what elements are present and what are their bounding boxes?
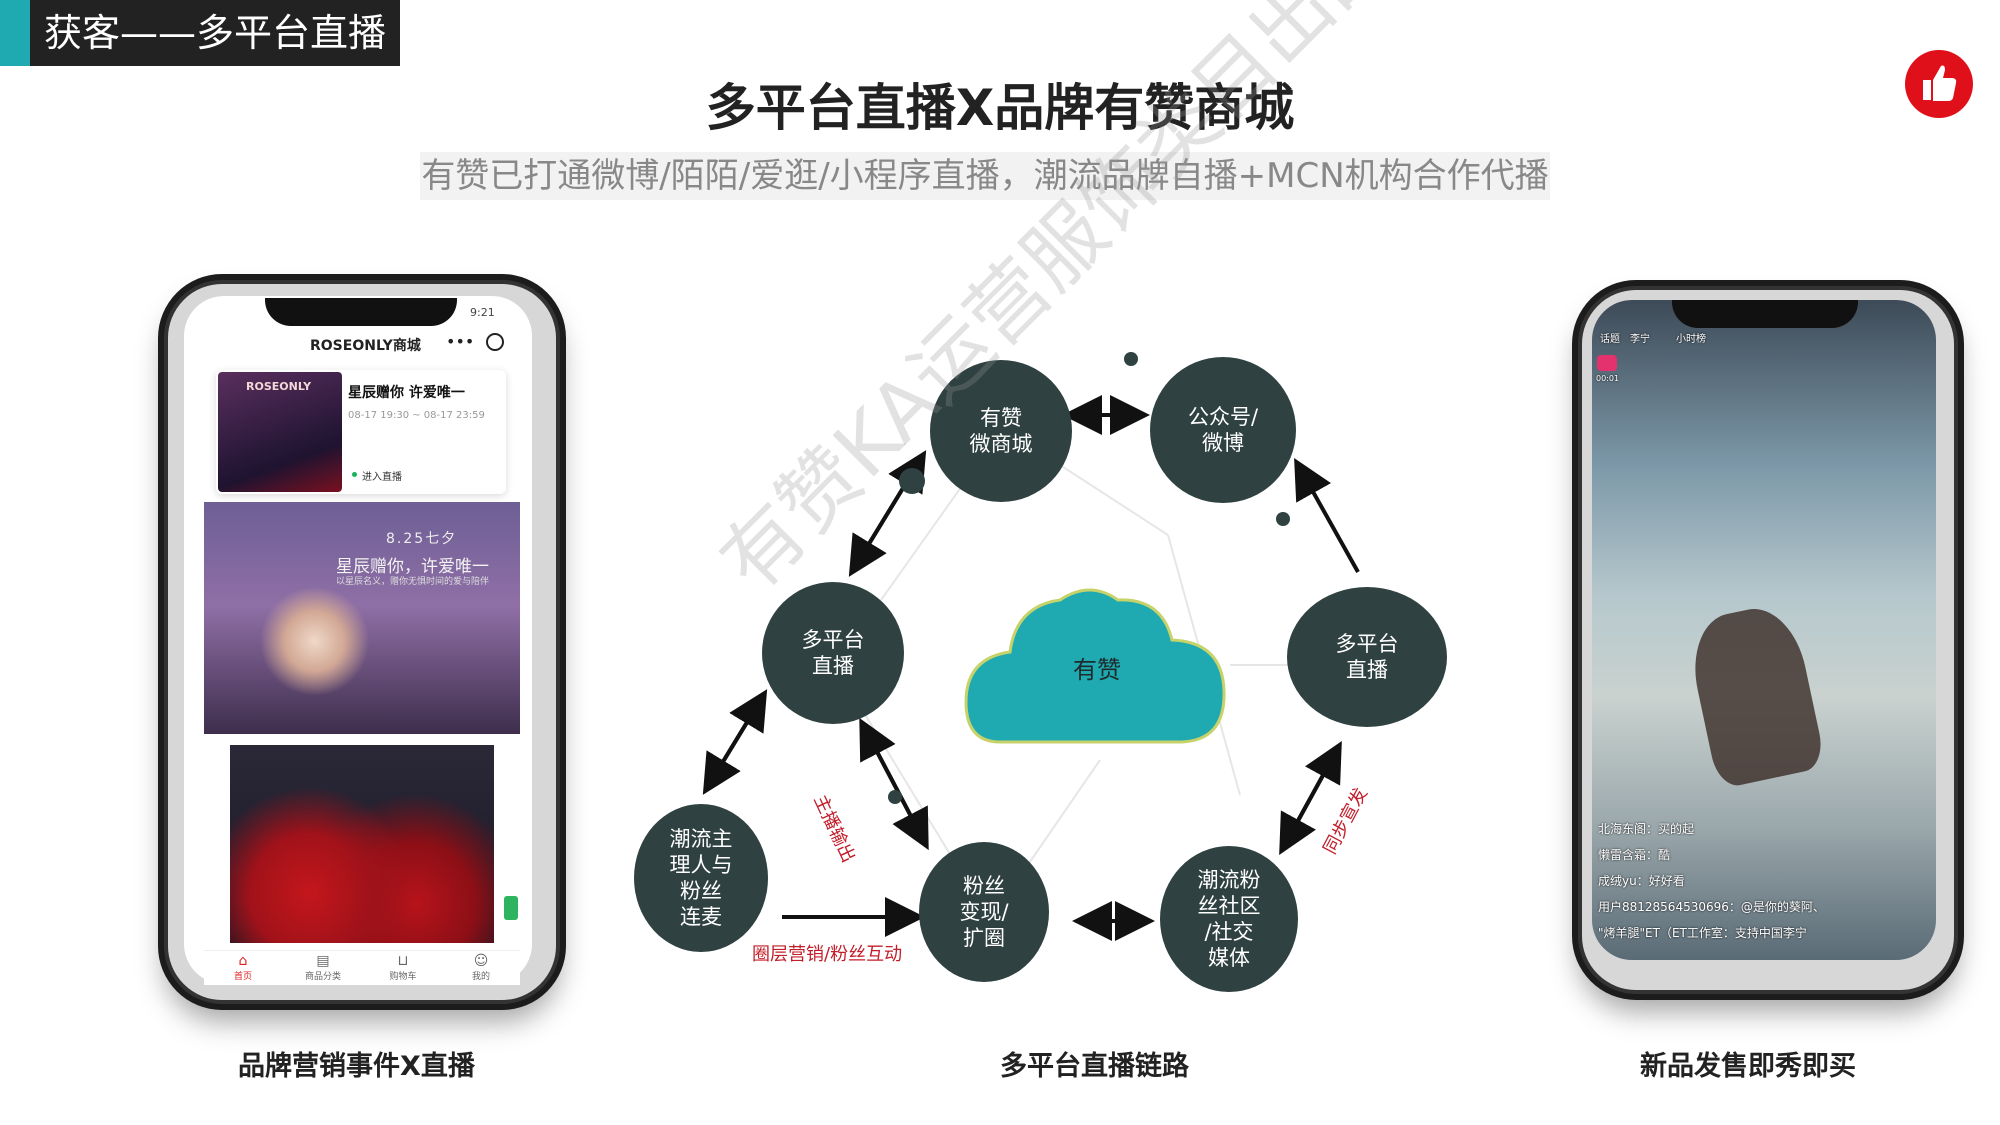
comment-4: 用户88128564530696：@是你的葵阿、 bbox=[1598, 900, 1825, 914]
node-official-weibo: 公众号/ 微博 bbox=[1150, 357, 1296, 503]
page-title: 多平台直播X品牌有赞商城 bbox=[705, 79, 1295, 137]
banner-line-1: 8.25七夕 bbox=[386, 531, 458, 547]
topic-tag[interactable]: 话题 bbox=[1600, 334, 1620, 345]
cloud-center-label: 有赞 bbox=[1073, 656, 1121, 684]
cart-icon: ⊔ bbox=[397, 953, 409, 969]
user-icon: ☺ bbox=[473, 953, 489, 969]
hourly-rank[interactable]: 小时榜 bbox=[1676, 334, 1706, 345]
cloud-shape bbox=[964, 588, 1226, 744]
card-title: 星辰赠你 许爱唯一 bbox=[348, 385, 465, 401]
comment-3: 成绒yu：好好看 bbox=[1598, 874, 1685, 888]
banner-line-3: 以星辰名义，赠你无惧时间的爱与陪伴 bbox=[336, 577, 490, 587]
side-float-button[interactable] bbox=[504, 896, 518, 920]
arrow-live-to-official bbox=[1294, 458, 1360, 573]
section-tag: 获客——多平台直播 bbox=[30, 0, 400, 66]
node-live-right: 多平台 直播 bbox=[1287, 587, 1447, 727]
node-community: 潮流粉 丝社区 /社交 媒体 bbox=[1160, 846, 1298, 992]
live-card-image bbox=[218, 372, 342, 492]
status-time: 9:21 bbox=[470, 306, 495, 319]
decor-dot bbox=[899, 468, 925, 494]
comment-2: 懒雷含霜：酷 bbox=[1598, 848, 1671, 862]
list-icon: ▤ bbox=[316, 953, 330, 969]
decor-dot bbox=[1276, 512, 1290, 526]
node-live-left: 多平台 直播 bbox=[762, 582, 904, 724]
home-icon: ⌂ bbox=[238, 953, 248, 969]
comment-1: 北海东阁：买的起 bbox=[1598, 822, 1695, 836]
promo-banner[interactable] bbox=[204, 502, 520, 734]
mall-name: ROSEONLY商城 bbox=[310, 338, 421, 354]
caption-left: 品牌营销事件X直播 bbox=[238, 1051, 475, 1082]
page-subtitle: 有赞已打通微博/陌陌/爱逛/小程序直播，潮流品牌自播+MCN机构合作代播 bbox=[420, 152, 1550, 200]
left-phone-notch bbox=[265, 298, 457, 326]
label-circle-marketing: 圈层营销/粉丝互动 bbox=[752, 944, 903, 965]
live-dot-icon bbox=[352, 472, 357, 477]
decor-dot bbox=[1124, 352, 1138, 366]
tab-home[interactable]: ⌂ 首页 bbox=[208, 953, 278, 982]
live-badge-icon bbox=[1597, 355, 1617, 371]
tab-bar: ⌂ 首页 ▤ 商品分类 ⊔ 购物车 ☺ 我的 bbox=[204, 950, 520, 985]
enter-live-button[interactable]: 进入直播 bbox=[362, 472, 402, 483]
close-miniapp-icon[interactable] bbox=[486, 333, 504, 351]
node-influencer: 潮流主 理人与 粉丝 连麦 bbox=[634, 804, 768, 952]
badge-time: 00:01 bbox=[1596, 374, 1620, 383]
card-date: 08-17 19:30 ~ 08-17 23:59 bbox=[348, 410, 485, 421]
right-phone-notch bbox=[1672, 300, 1858, 328]
topic-name[interactable]: 李宁 bbox=[1630, 334, 1650, 345]
tab-categories[interactable]: ▤ 商品分类 bbox=[288, 953, 358, 982]
banner-line-2: 星辰赠你，许爱唯一 bbox=[336, 557, 489, 577]
tab-cart[interactable]: ⊔ 购物车 bbox=[368, 953, 438, 982]
decor-dot bbox=[888, 790, 902, 804]
header-accent-bar bbox=[0, 0, 30, 66]
tab-profile[interactable]: ☺ 我的 bbox=[446, 953, 516, 982]
card-brand: ROSEONLY bbox=[246, 380, 312, 393]
more-icon[interactable]: ••• bbox=[446, 332, 475, 351]
thumbs-up-icon bbox=[1905, 50, 1973, 118]
comment-5: "烤羊腿"ET（ET工作室：支持中国李宁 bbox=[1598, 926, 1807, 940]
caption-center: 多平台直播链路 bbox=[1000, 1051, 1189, 1082]
node-fans: 粉丝 变现/ 扩圈 bbox=[919, 842, 1049, 982]
product-scene-image[interactable] bbox=[230, 745, 494, 943]
node-youzan-mall: 有赞 微商城 bbox=[930, 360, 1072, 502]
caption-right: 新品发售即秀即买 bbox=[1640, 1051, 1856, 1082]
